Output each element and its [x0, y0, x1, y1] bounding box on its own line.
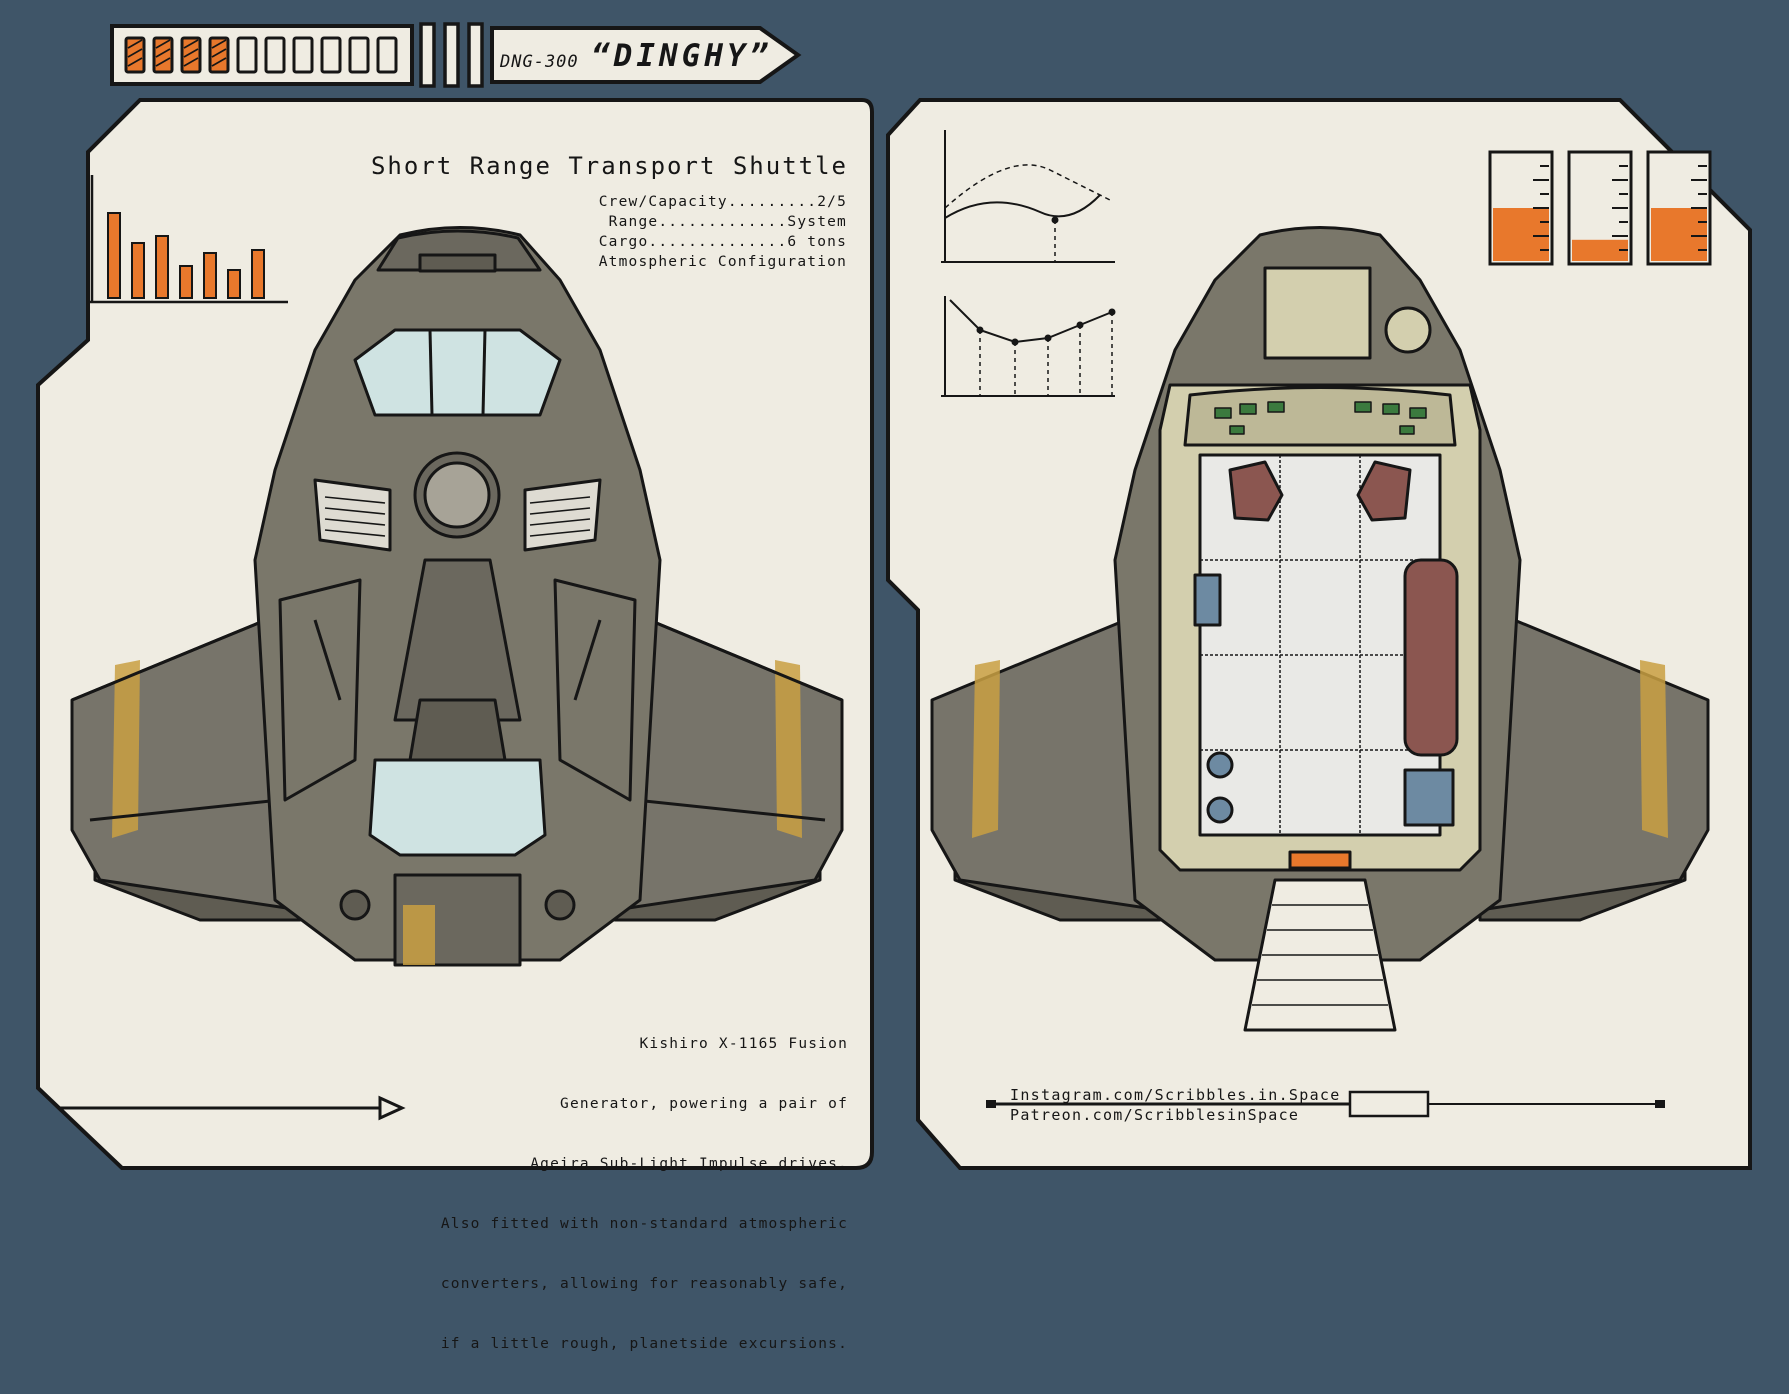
gauge-fill [1493, 208, 1549, 261]
divider-bar [467, 22, 484, 88]
bar-chart [88, 175, 288, 304]
patreon-link[interactable]: Patreon.com/ScribblesinSpace [1010, 1106, 1300, 1124]
meter-segment-empty [236, 36, 258, 74]
spec-range: Range.............System [608, 214, 847, 230]
line-graph-bottom [941, 296, 1116, 397]
description-line: Generator, powering a pair of [560, 1096, 848, 1112]
spec-sheet: DNG-300 “DINGHY” Short Range Transport S… [36, 22, 1752, 1352]
serial-prefix: DNG-300 [500, 52, 579, 72]
bar [227, 269, 241, 299]
bar [131, 242, 145, 299]
bar [179, 265, 193, 299]
meter-hatch [155, 39, 171, 49]
ship-exterior [70, 226, 844, 967]
bar [203, 252, 217, 299]
ship-name: “DINGHY” [591, 38, 773, 74]
meter-segment-empty [376, 36, 398, 74]
description-line: Ageira Sub-Light Impulse drives. [530, 1156, 848, 1172]
meter-segment-empty [292, 36, 314, 74]
bar [155, 235, 169, 299]
footer-rule [986, 1090, 1665, 1118]
segment-meter [124, 36, 398, 74]
line-graph-top [941, 130, 1115, 263]
meter-hatch [155, 48, 171, 58]
instagram-link[interactable]: Instagram.com/Scribbles.in.Space [1010, 1086, 1341, 1104]
meter-segment-empty [320, 36, 342, 74]
meter-hatch [183, 39, 199, 49]
spec-atmospheric: Atmospheric Configuration [598, 254, 847, 270]
bar [251, 249, 265, 299]
description-line: Kishiro X-1165 Fusion [639, 1036, 848, 1052]
header-strip [110, 22, 802, 88]
meter-segment-empty [264, 36, 286, 74]
meter-hatch [211, 57, 227, 67]
spec-crew: Crew/Capacity.........2/5 [598, 194, 847, 210]
meter-hatch [127, 57, 143, 67]
gauge-fill [1651, 208, 1707, 261]
gauge-fill [1572, 239, 1628, 261]
artwork [36, 22, 1752, 1170]
ship-interior [930, 226, 1710, 1032]
fluid-gauges [1488, 150, 1712, 266]
meter-hatch [127, 39, 143, 49]
spec-cargo: Cargo..............6 tons [598, 234, 847, 250]
meter-hatch [127, 48, 143, 58]
bar [107, 212, 121, 299]
description-line: if a little rough, planetside excursions… [440, 1336, 848, 1352]
name-tag-arrow [490, 26, 802, 84]
meter-hatch [211, 48, 227, 58]
meter-hatch [183, 48, 199, 58]
meter-segment-empty [348, 36, 370, 74]
description-line: converters, allowing for reasonably safe… [440, 1276, 848, 1292]
divider-bar [419, 22, 436, 88]
page-title: Short Range Transport Shuttle [370, 152, 848, 180]
timeline-arrow [58, 1095, 406, 1121]
ship-description: Kishiro X-1165 Fusion Generator, powerin… [380, 994, 848, 1394]
meter-hatch [183, 57, 199, 67]
description-line: Also fitted with non-standard atmospheri… [440, 1216, 848, 1232]
meter-hatch [155, 57, 171, 67]
divider-bar [443, 22, 460, 88]
meter-hatch [211, 39, 227, 49]
